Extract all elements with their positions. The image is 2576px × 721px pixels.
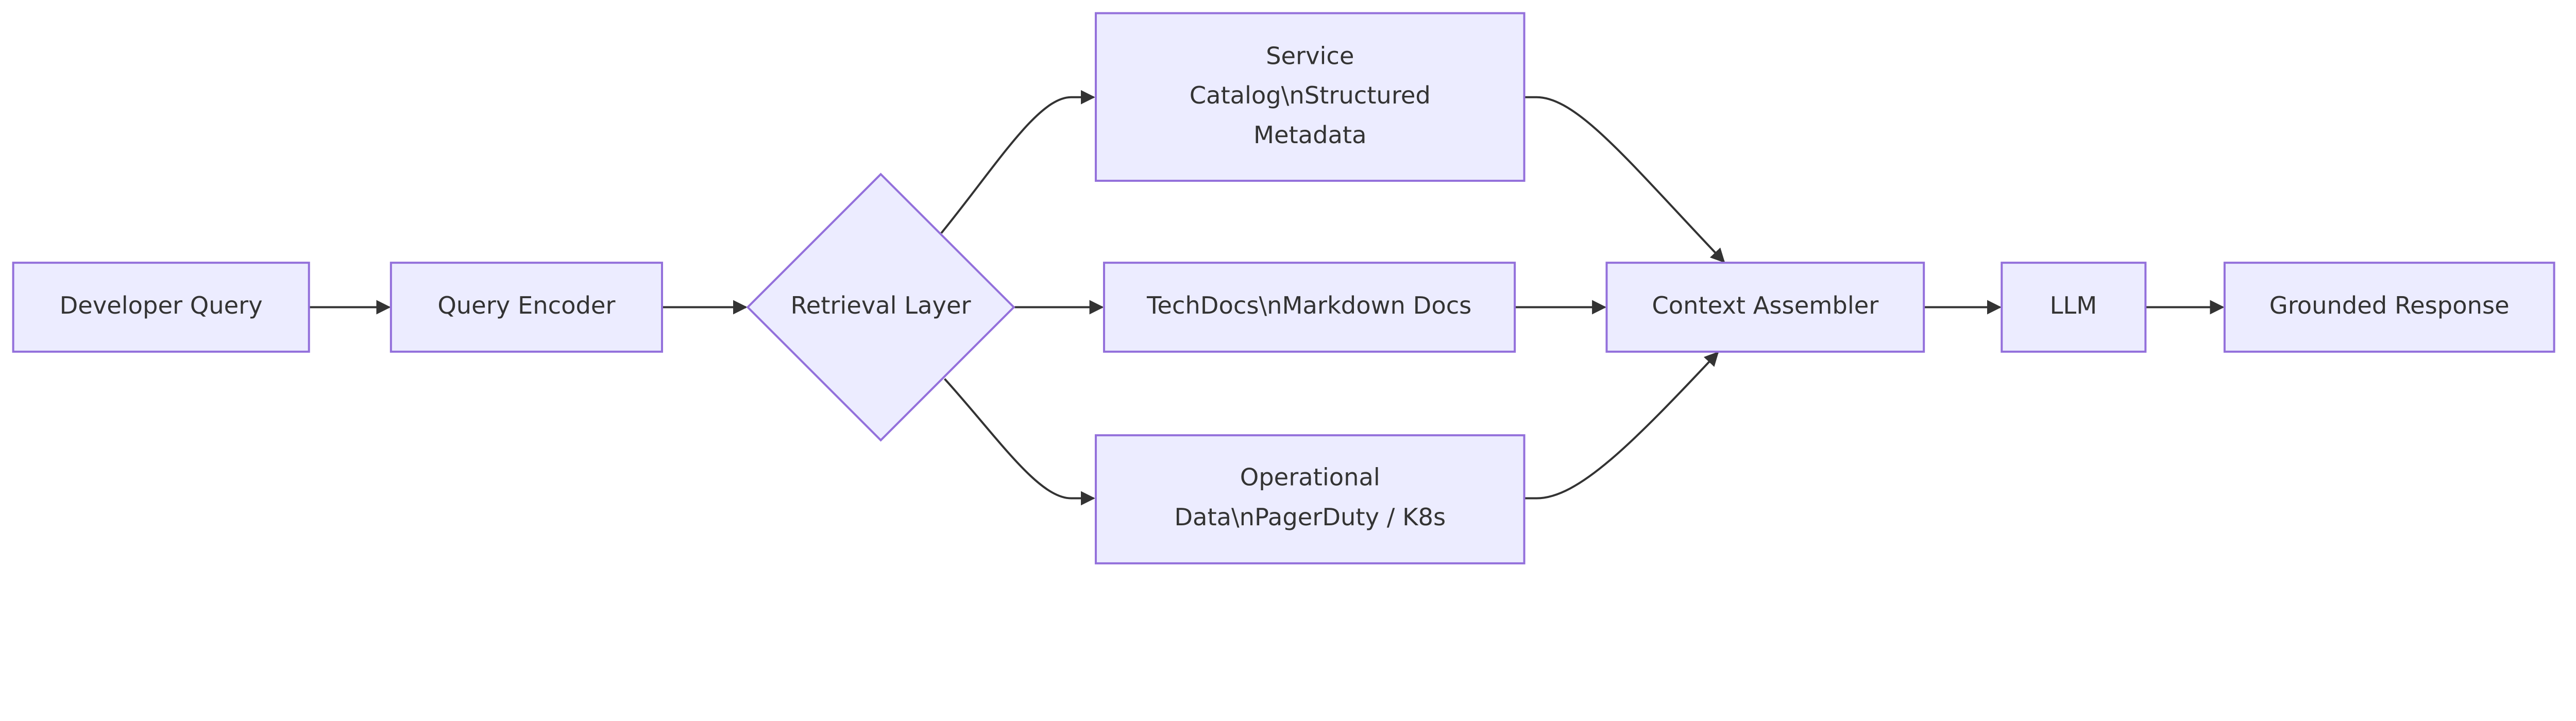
- node-operational-data: Operational Data\nPagerDuty / K8s: [1094, 434, 1526, 564]
- node-label-line: Data\nPagerDuty / K8s: [1174, 503, 1446, 531]
- node-context-assembler: Context Assembler: [1605, 262, 1925, 353]
- node-techdocs: TechDocs\nMarkdown Docs: [1103, 262, 1516, 353]
- node-label: Retrieval Layer: [791, 291, 972, 319]
- node-retrieval-layer: Retrieval Layer: [746, 173, 1015, 442]
- node-service-catalog: Service Catalog\nStructured Metadata: [1094, 12, 1526, 182]
- edge-service-catalog-to-context-assembler: [1525, 96, 1725, 263]
- node-llm: LLM: [2001, 262, 2147, 353]
- node-label-line: Metadata: [1253, 121, 1367, 149]
- flowchart: Developer Query Query Encoder Retrieval …: [12, 12, 2555, 564]
- node-label: LLM: [2050, 291, 2097, 319]
- node-label: Developer Query: [60, 291, 263, 319]
- edge-retrieval-to-service-catalog: [940, 90, 1095, 234]
- node-label-line: Service: [1266, 42, 1354, 70]
- edge-retrieval-to-operational: [944, 378, 1095, 506]
- edge-operational-to-context-assembler: [1525, 351, 1719, 500]
- node-grounded-response: Grounded Response: [2223, 262, 2555, 353]
- node-label-line: Operational: [1240, 463, 1380, 491]
- node-label: Grounded Response: [2269, 291, 2510, 319]
- node-query-encoder: Query Encoder: [389, 262, 663, 353]
- node-developer-query: Developer Query: [12, 262, 310, 353]
- node-label: TechDocs\nMarkdown Docs: [1146, 291, 1471, 319]
- node-label: Query Encoder: [437, 291, 616, 319]
- node-label: Context Assembler: [1652, 291, 1879, 319]
- node-label-line: Catalog\nStructured: [1190, 81, 1431, 109]
